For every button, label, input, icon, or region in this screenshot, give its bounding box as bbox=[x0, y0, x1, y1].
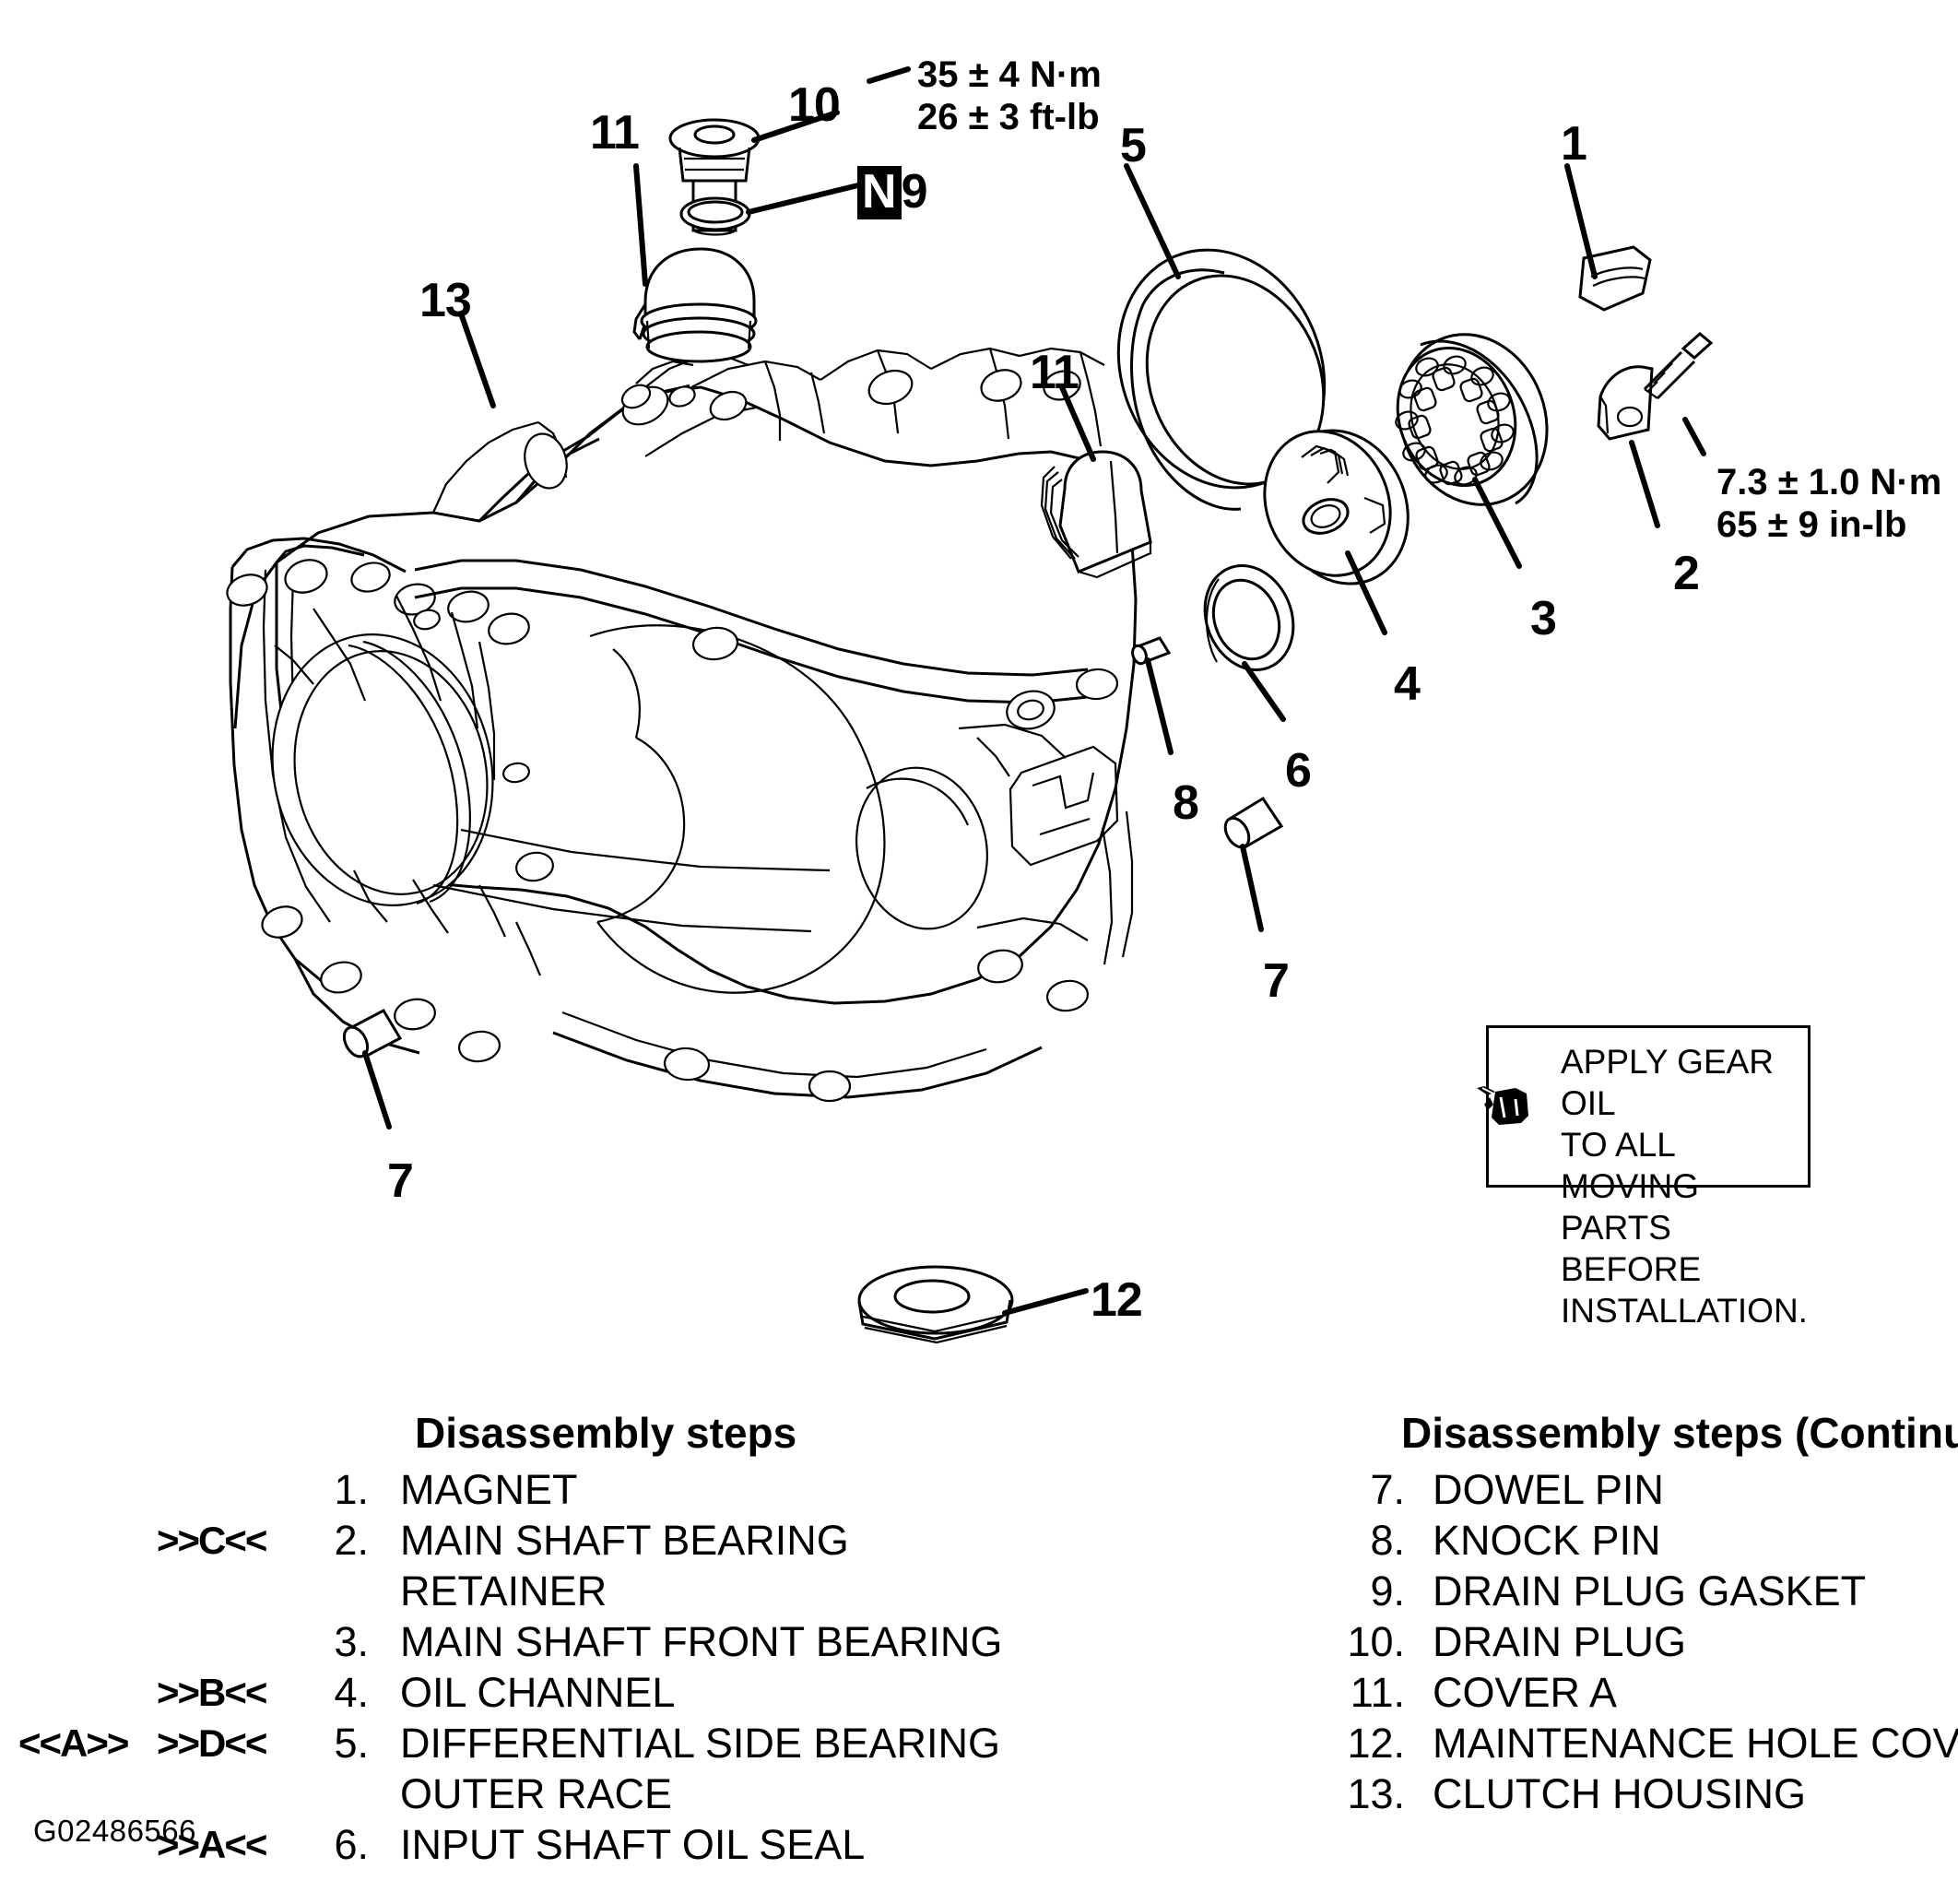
oil-channel-part bbox=[1263, 429, 1410, 585]
step-marker-a: <<A>> bbox=[18, 1721, 129, 1765]
callout-8: 8 bbox=[1173, 776, 1199, 830]
callout-4: 4 bbox=[1394, 657, 1421, 711]
step-number: 13. bbox=[1347, 1770, 1405, 1817]
callout-2: 2 bbox=[1673, 547, 1700, 600]
step-label: DIFFERENTIAL SIDE BEARING bbox=[400, 1720, 1000, 1767]
diff-side-bearing-outer-race-part bbox=[1116, 248, 1327, 511]
oil-can-icon bbox=[1477, 1086, 1528, 1125]
step-label: INPUT SHAFT OIL SEAL bbox=[400, 1821, 866, 1868]
step-row: 8. KNOCK PIN bbox=[1320, 1515, 1958, 1566]
callout-3: 3 bbox=[1530, 592, 1557, 645]
knock-pin-part bbox=[1131, 636, 1172, 666]
step-number: 6. bbox=[334, 1821, 369, 1868]
input-shaft-oil-seal-part bbox=[1203, 564, 1295, 671]
torque-metric: 35 ± 4 N·m bbox=[917, 54, 1102, 95]
leader-lines bbox=[362, 66, 1706, 1316]
step-label: MAIN SHAFT BEARING bbox=[400, 1517, 849, 1564]
step-label: DOWEL PIN bbox=[1433, 1466, 1664, 1513]
callout-6: 6 bbox=[1285, 744, 1312, 798]
new-part-item-number: 9 bbox=[901, 165, 928, 219]
retainer-bolt-torque-spec: 7.3 ± 1.0 N·m 65 ± 9 in-lb bbox=[1716, 461, 1941, 546]
main-shaft-front-bearing-part bbox=[1395, 333, 1549, 506]
step-number: 10. bbox=[1347, 1618, 1405, 1665]
step-number: 11. bbox=[1350, 1669, 1405, 1716]
callout-7-left: 7 bbox=[387, 1154, 414, 1208]
callout-5: 5 bbox=[1120, 119, 1147, 172]
steps-title-left: Disassembly steps bbox=[415, 1409, 797, 1457]
callout-13: 13 bbox=[419, 274, 472, 327]
step-row: 13. CLUTCH HOUSING bbox=[1320, 1768, 1958, 1819]
step-row: 10. DRAIN PLUG bbox=[1320, 1616, 1958, 1667]
disassembly-steps-right: Disassembly steps (Continued) 7. DOWEL PI… bbox=[1320, 1409, 1958, 1819]
steps-title-right: Disassembly steps (Continued) bbox=[1401, 1409, 1958, 1457]
step-row: >>C<< 2. MAIN SHAFT BEARING bbox=[18, 1515, 1002, 1566]
step-row: OUTER RACE bbox=[18, 1768, 1002, 1819]
step-marker-b: >>D<< bbox=[157, 1721, 267, 1765]
step-row: RETAINER bbox=[18, 1566, 1002, 1616]
drain-plug-part bbox=[668, 118, 761, 236]
drain-plug-torque-spec: 35 ± 4 N·m 26 ± 3 ft-lb bbox=[917, 53, 1102, 138]
step-row: 9. DRAIN PLUG GASKET bbox=[1320, 1566, 1958, 1616]
step-label: KNOCK PIN bbox=[1433, 1517, 1661, 1564]
step-row: 12. MAINTENANCE HOLE COVER bbox=[1320, 1718, 1958, 1768]
new-part-n-icon: N bbox=[857, 166, 902, 219]
callout-7-right: 7 bbox=[1263, 954, 1290, 1008]
step-marker-b: >>C<< bbox=[157, 1519, 267, 1562]
step-label: DRAIN PLUG GASKET bbox=[1433, 1567, 1867, 1614]
maintenance-hole-cover-part bbox=[857, 1265, 1014, 1344]
dowel-pin-part-right bbox=[1223, 796, 1284, 849]
step-row: >>B<< 4. OIL CHANNEL bbox=[18, 1667, 1002, 1718]
step-number: 8. bbox=[1370, 1517, 1405, 1564]
step-label: RETAINER bbox=[400, 1567, 607, 1614]
magnet-part bbox=[1578, 245, 1652, 312]
callout-11-mid: 11 bbox=[1030, 346, 1079, 399]
step-row: 7. DOWEL PIN bbox=[1320, 1464, 1958, 1515]
new-part-marker-9: N9 bbox=[857, 166, 927, 219]
callout-12: 12 bbox=[1091, 1273, 1143, 1327]
step-number: 9. bbox=[1370, 1567, 1405, 1614]
step-row: 3. MAIN SHAFT FRONT BEARING bbox=[18, 1616, 1002, 1667]
step-row: 11. COVER A bbox=[1320, 1667, 1958, 1718]
figure-id: G02486566 bbox=[33, 1814, 196, 1848]
step-number: 4. bbox=[334, 1669, 369, 1716]
cover-a-part-mid bbox=[1040, 450, 1152, 579]
step-marker-b: >>A<< bbox=[157, 1823, 267, 1866]
step-label: OUTER RACE bbox=[400, 1770, 673, 1817]
step-label: OIL CHANNEL bbox=[400, 1669, 676, 1716]
step-number: 12. bbox=[1347, 1720, 1405, 1767]
callout-11-top: 11 bbox=[590, 106, 640, 160]
step-number: 5. bbox=[334, 1720, 369, 1767]
step-label: COVER A bbox=[1433, 1669, 1618, 1716]
disassembly-steps-left: Disassembly steps 1. MAGNET >>C<< 2. MAIN SH… bbox=[18, 1409, 1002, 1870]
step-label: DRAIN PLUG bbox=[1433, 1618, 1687, 1665]
torque-metric: 7.3 ± 1.0 N·m bbox=[1716, 462, 1942, 503]
gear-oil-note-box: APPLY GEAR OIL TO ALL MOVING PARTS BEFOR… bbox=[1486, 1025, 1811, 1330]
step-label: MAIN SHAFT FRONT BEARING bbox=[400, 1618, 1003, 1665]
step-number: 2. bbox=[334, 1517, 369, 1564]
step-row: 1. MAGNET bbox=[18, 1464, 1002, 1515]
retainer-bolt-part bbox=[1643, 332, 1714, 400]
clutch-housing-part bbox=[226, 347, 1138, 1103]
callout-10: 10 bbox=[788, 78, 841, 132]
step-number: 1. bbox=[334, 1466, 369, 1513]
step-label: MAINTENANCE HOLE COVER bbox=[1433, 1720, 1958, 1767]
step-number: 3. bbox=[334, 1618, 369, 1665]
step-label: MAGNET bbox=[400, 1466, 578, 1513]
step-row: <<A>> >>D<< 5. DIFFERENTIAL SIDE BEARING bbox=[18, 1718, 1002, 1768]
cover-a-part-top bbox=[632, 247, 758, 363]
step-row: >>A<< 6. INPUT SHAFT OIL SEAL bbox=[18, 1819, 1002, 1870]
torque-imperial: 26 ± 3 ft-lb bbox=[917, 97, 1100, 137]
gear-oil-note-text: APPLY GEAR OIL TO ALL MOVING PARTS BEFOR… bbox=[1561, 1043, 1808, 1330]
torque-imperial: 65 ± 9 in-lb bbox=[1716, 504, 1907, 545]
dowel-pin-part-left bbox=[342, 1009, 403, 1058]
callout-1: 1 bbox=[1561, 117, 1587, 171]
drain-plug-gasket-part bbox=[679, 196, 751, 231]
step-label: CLUTCH HOUSING bbox=[1433, 1770, 1807, 1817]
bearing-retainer-part bbox=[1597, 365, 1654, 441]
step-marker-b: >>B<< bbox=[157, 1671, 267, 1714]
step-number: 7. bbox=[1370, 1466, 1405, 1513]
assembly-line-drawing bbox=[226, 66, 1714, 1344]
